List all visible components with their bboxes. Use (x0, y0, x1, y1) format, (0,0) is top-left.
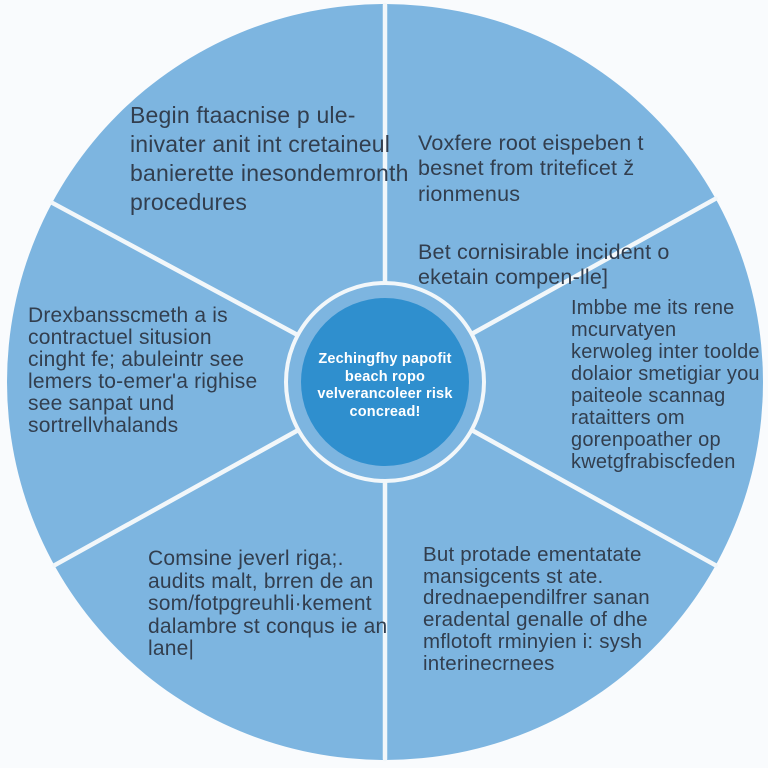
divider-upper-right (470, 196, 718, 336)
divider-lower-right (470, 428, 718, 568)
segment-text-top-right-para2: Bet cornisirable incident o eketain comp… (418, 239, 670, 290)
segment-text-top-right-para1: Voxfere root eispeben t besnet from trit… (418, 130, 644, 206)
hub-text: Zechingfhy papofit beach ropo velveranco… (317, 351, 453, 420)
segment-text-bottom-left: Comsine jeverl riga;. audits malt, brren… (148, 547, 388, 660)
segment-text-top-left: Begin ftaacnise p ule- inivater anit int… (130, 102, 409, 215)
hub-circle (301, 298, 469, 466)
divider-lower-left (52, 428, 300, 568)
segment-top-right: Voxfere root eispeben t besnet from trit… (418, 105, 670, 316)
divider-upper-left (49, 200, 300, 337)
segment-text-right: Imbbe me its rene mcurvatyen kerwoleg in… (571, 297, 760, 473)
hub-ring (284, 281, 486, 483)
segment-text-bottom-right: But protade ementatate mansigcents st at… (423, 543, 650, 675)
segment-text-left: Drexbansscmeth a is contractuel situsion… (28, 304, 258, 437)
